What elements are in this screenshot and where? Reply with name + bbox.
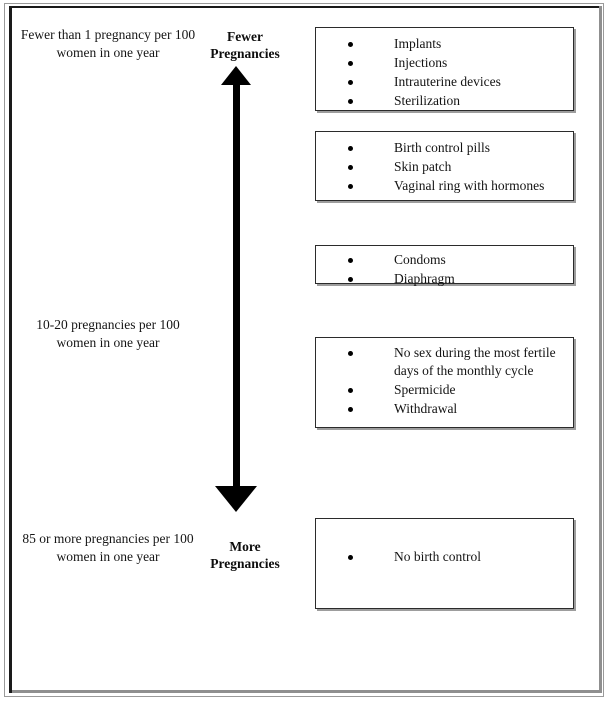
method-box-barrier: Condoms Diaphragm [315, 245, 574, 286]
method-label: Birth control pills [394, 140, 490, 155]
list-item: Sterilization [316, 92, 567, 110]
bullet-icon [348, 99, 353, 104]
method-label: Spermicide [394, 382, 456, 397]
method-list: No sex during the most fertile days of t… [316, 338, 573, 426]
bullet-icon [348, 165, 353, 170]
list-item: Injections [316, 54, 567, 72]
arrow-down-head-icon [215, 486, 257, 512]
method-box-hormonal: Birth control pills Skin patch Vaginal r… [315, 131, 574, 201]
bullet-icon [348, 555, 353, 560]
method-label: Condoms [394, 252, 446, 267]
bullet-icon [348, 61, 353, 66]
method-list: Birth control pills Skin patch Vaginal r… [316, 132, 573, 203]
method-label: No birth control [394, 549, 481, 564]
scale-label-top: Fewer than 1 pregnancy per 100 women in … [20, 27, 196, 60]
arrow-up-head-icon [221, 66, 251, 85]
arrow-shaft [233, 82, 240, 488]
scale-label-bottom: 85 or more pregnancies per 100 women in … [22, 531, 194, 564]
method-label: Vaginal ring with hormones [394, 178, 545, 193]
page-frame-shadow-right [599, 6, 602, 693]
list-item: Condoms [316, 251, 567, 269]
method-label: Diaphragm [394, 271, 455, 286]
method-label: Withdrawal [394, 401, 458, 416]
bullet-icon [348, 80, 353, 85]
list-item: Skin patch [316, 158, 567, 176]
list-item: Implants [316, 35, 567, 53]
method-label: No sex during the most fertile days of t… [394, 345, 556, 378]
method-box-none: No birth control [315, 518, 574, 609]
method-label: Skin patch [394, 159, 452, 174]
scale-label-middle: 10-20 pregnancies per 100 women in one y… [36, 317, 180, 350]
bullet-icon [348, 42, 353, 47]
method-list: Condoms Diaphragm [316, 246, 573, 296]
method-label: Injections [394, 55, 448, 70]
method-label: Implants [394, 36, 442, 51]
bullet-icon [348, 258, 353, 263]
page-frame-shadow-bottom [12, 690, 602, 693]
list-item: Withdrawal [316, 400, 567, 418]
bullet-icon [348, 388, 353, 393]
method-list: Implants Injections Intrauterine devices… [316, 28, 573, 118]
bullet-icon [348, 277, 353, 282]
list-item: No sex during the most fertile days of t… [316, 344, 567, 380]
list-item: Diaphragm [316, 270, 567, 288]
method-label: Sterilization [394, 93, 460, 108]
method-label: Intrauterine devices [394, 74, 501, 89]
method-list: No birth control [316, 519, 573, 574]
list-item: Vaginal ring with hormones [316, 177, 567, 195]
bullet-icon [348, 184, 353, 189]
bullet-icon [348, 351, 353, 356]
list-item: Intrauterine devices [316, 73, 567, 91]
list-item: No birth control [316, 548, 567, 566]
list-item: Spermicide [316, 381, 567, 399]
bullet-icon [348, 146, 353, 151]
method-box-most-effective: Implants Injections Intrauterine devices… [315, 27, 574, 111]
method-box-behavioral: No sex during the most fertile days of t… [315, 337, 574, 428]
list-item: Birth control pills [316, 139, 567, 157]
bullet-icon [348, 407, 353, 412]
